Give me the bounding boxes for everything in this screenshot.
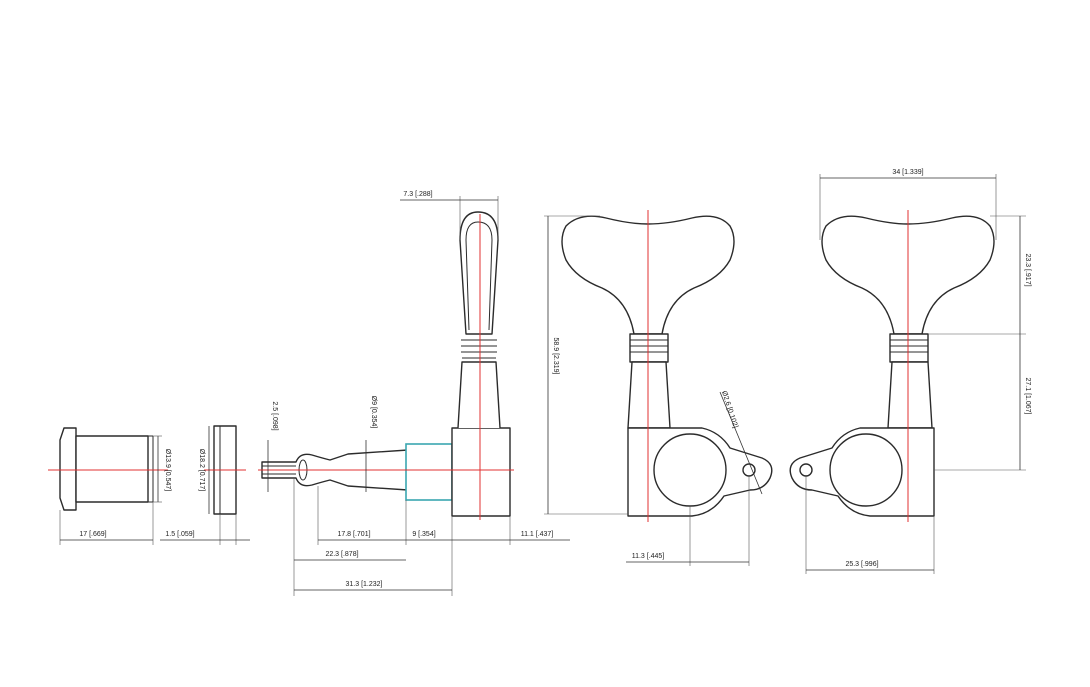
post-length-label: 17.8 [.701] [337, 531, 370, 538]
key-width-dimension: 34 [1.339] [819, 169, 997, 240]
base-width-label: 25.3 [.996] [845, 561, 878, 568]
post-diameter-dimension: Ø9 [0.354] [365, 396, 377, 492]
side-horizontal-dimensions: 17.8 [.701] 9 [.354] 11.1 [.437] 22.3 [.… [293, 478, 570, 596]
washer [204, 425, 246, 515]
washer-thickness-label: 1.5 [.059] [165, 531, 194, 538]
nut-diameter-dimension: Ø13.9 [0.547] [153, 435, 171, 503]
nut-diameter-label: Ø13.9 [0.547] [164, 449, 171, 491]
overall-height-label: 58.9 [2.319] [552, 338, 559, 375]
hole-offset-dimension: 11.3 [.445] [626, 476, 750, 566]
key-thickness-dimension: 7.3 [.288] [400, 191, 499, 240]
rear-view [789, 210, 995, 522]
side-view [258, 211, 514, 520]
right-vertical-dimensions: 23.3 [.917] 27.1 [1.067] [928, 215, 1031, 471]
front-view [561, 210, 773, 522]
housing-offset-label: 11.1 [.437] [521, 531, 554, 538]
washer-diameter-label: Ø18.2 [0.717] [198, 449, 205, 491]
washer-diameter-dimension: Ø18.2 [0.717] [198, 426, 210, 514]
bushing-length-label: 9 [.354] [412, 531, 435, 538]
post-diameter-label: Ø9 [0.354] [370, 396, 377, 429]
post-slot-dimension: 2.5 [.098] [267, 401, 278, 492]
key-width-label: 34 [1.339] [892, 169, 923, 176]
overall-side-label: 31.3 [1.232] [346, 581, 383, 588]
hole-offset-label: 11.3 [.445] [632, 553, 665, 560]
overall-height-dimension: 58.9 [2.319] [544, 215, 628, 515]
washer-thickness-dimension: 1.5 [.059] [160, 514, 250, 545]
key-thickness-label: 7.3 [.288] [403, 191, 432, 198]
screw-hole-label: Ø2.6 [0.102] [720, 390, 739, 429]
post-slot-label: 2.5 [.098] [271, 401, 278, 430]
base-width-dimension: 25.3 [.996] [805, 476, 935, 574]
key-height-label: 23.3 [.917] [1024, 253, 1031, 286]
nut-width-dimension: 17 [.669] [59, 502, 154, 545]
hex-nut [48, 427, 168, 511]
shaft-height-label: 27.1 [1.067] [1024, 378, 1031, 415]
nut-width-label: 17 [.669] [79, 531, 106, 538]
bushing [405, 443, 453, 501]
post-total-label: 22.3 [.878] [325, 551, 358, 558]
